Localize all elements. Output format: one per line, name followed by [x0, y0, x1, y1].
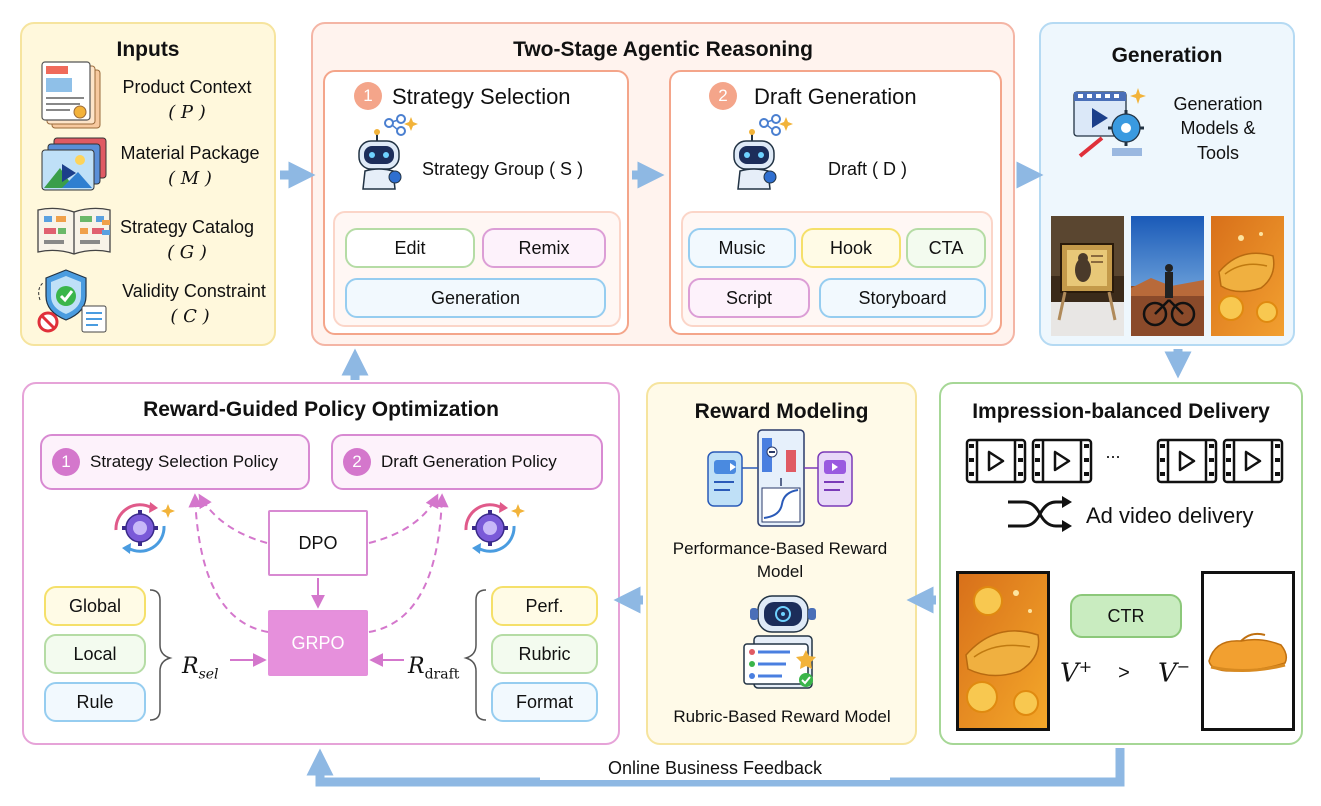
grpo-node: GRPO	[268, 610, 368, 676]
robot-icon	[358, 114, 418, 190]
shield-check-icon	[37, 269, 107, 333]
input-product-context-label: Product Context	[122, 77, 252, 97]
video-ellipsis: ...	[1105, 442, 1121, 462]
reward-global: Global	[44, 586, 146, 626]
v-minus-sup: −	[1176, 657, 1191, 676]
stage2-title: Draft Generation	[754, 84, 917, 109]
stage1-number: 1	[354, 82, 382, 110]
chip-cta: CTA	[906, 228, 986, 268]
strategy-group-text: Strategy Group ( S )	[422, 159, 584, 179]
chip-music: Music	[688, 228, 796, 268]
generated-video-thumbnail	[1131, 216, 1204, 336]
input-strategy-catalog-symbol: ( G )	[167, 242, 207, 263]
policy2-number: 2	[343, 448, 371, 476]
reward-modeling-title: Reward Modeling	[694, 400, 869, 423]
input-product-context-symbol: ( P )	[168, 102, 206, 123]
generated-video-thumbnail	[1051, 216, 1124, 336]
chip-edit: Edit	[345, 228, 475, 268]
chip-script: Script	[688, 278, 810, 318]
input-strategy-catalog-label: Strategy Catalog	[119, 217, 255, 237]
dpo-node: DPO	[268, 510, 368, 576]
r-sel-label: Rsel	[182, 652, 219, 684]
r-sel-sub: sel	[198, 666, 219, 683]
delivery-title: Impression-balanced Delivery	[972, 400, 1270, 423]
shuffle-icon	[1008, 496, 1072, 532]
rubric-model-label: Rubric-Based Reward Model	[673, 707, 891, 726]
r-sel-main: R	[182, 654, 199, 679]
performance-chart-icon	[707, 429, 853, 527]
stage1-title: Strategy Selection	[392, 84, 571, 109]
document-stack-icon	[41, 61, 101, 129]
v-plus-sup: +	[1078, 657, 1093, 676]
r-draft-label: Rdraft	[408, 652, 459, 684]
chip-hook: Hook	[801, 228, 901, 268]
reward-local: Local	[44, 634, 146, 674]
input-material-package-symbol: ( M )	[168, 168, 212, 189]
reward-rubric: Rubric	[491, 634, 598, 674]
video-film-icon	[965, 438, 1093, 484]
reasoning-title: Two-Stage Agentic Reasoning	[513, 38, 813, 61]
catalog-book-icon	[37, 207, 111, 255]
stage2-output-label: Draft ( D )	[828, 157, 907, 181]
draft-text: Draft ( D )	[828, 159, 907, 179]
gear-brain-icon	[464, 502, 525, 554]
greater-than: >	[1118, 662, 1130, 684]
reward-rule: Rule	[44, 682, 146, 722]
input-material-package-label: Material Package	[120, 143, 260, 163]
v-minus-main: V	[1158, 658, 1177, 689]
feedback-label: Online Business Feedback	[540, 756, 890, 781]
rubric-robot-icon	[743, 595, 816, 689]
perf-model-label: Performance-Based Reward Model	[672, 539, 888, 581]
r-draft-main: R	[408, 654, 425, 679]
v-plus-label: V+	[1060, 656, 1092, 692]
negative-video-image	[1201, 571, 1295, 731]
stage2-number: 2	[709, 82, 737, 110]
draft-generation-policy: 2 Draft Generation Policy	[331, 434, 603, 490]
v-minus-label: V−	[1158, 656, 1190, 692]
input-validity-constraint-symbol: ( C )	[170, 306, 210, 327]
input-validity-constraint-label: Validity Constraint	[122, 281, 266, 301]
video-gear-tools-icon	[1073, 88, 1146, 158]
ad-delivery-label: Ad video delivery	[1086, 503, 1254, 528]
strategy-selection-policy: 1 Strategy Selection Policy	[40, 434, 310, 490]
image-video-icon	[41, 137, 107, 191]
inputs-title: Inputs	[116, 38, 180, 61]
gear-brain-icon	[114, 502, 175, 554]
generation-title: Generation	[1111, 44, 1223, 67]
policy1-label: Strategy Selection Policy	[90, 452, 279, 471]
video-film-icon	[1156, 438, 1284, 484]
chip-remix: Remix	[482, 228, 606, 268]
chip-storyboard: Storyboard	[819, 278, 986, 318]
positive-video-image	[956, 571, 1050, 731]
policy2-label: Draft Generation Policy	[381, 452, 557, 471]
ctr-badge: CTR	[1070, 594, 1182, 638]
chip-generation: Generation	[345, 278, 606, 318]
stage1-output-label: Strategy Group ( S )	[422, 157, 583, 181]
reward-perf: Perf.	[491, 586, 598, 626]
generated-video-thumbnail	[1211, 216, 1284, 336]
v-plus-main: V	[1060, 658, 1079, 689]
policy-title: Reward-Guided Policy Optimization	[143, 398, 499, 421]
generation-tools-label: Generation Models & Tools	[1173, 94, 1263, 163]
r-draft-sub: draft	[424, 666, 460, 683]
policy1-number: 1	[52, 448, 80, 476]
robot-icon	[733, 114, 793, 190]
reward-format: Format	[491, 682, 598, 722]
